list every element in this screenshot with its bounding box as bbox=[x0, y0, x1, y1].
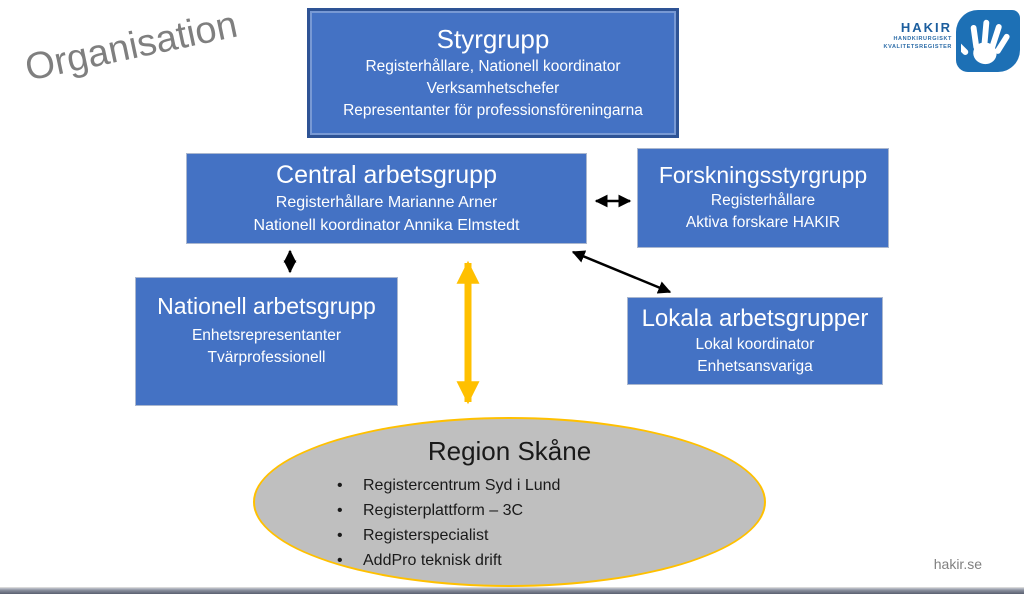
footer-link[interactable]: hakir.se bbox=[933, 556, 982, 572]
forskningsstyrgrupp-line: Aktiva forskare HAKIR bbox=[685, 214, 841, 232]
central-arbetsgrupp-line: Nationell koordinator Annika Elmstedt bbox=[253, 217, 520, 235]
region-skane-bullet-list: • Registercentrum Syd i Lund • Registerpla… bbox=[337, 473, 764, 573]
bullet-text: AddPro teknisk drift bbox=[363, 552, 502, 569]
lokala-arbetsgrupper-title: Lokala arbetsgrupper bbox=[641, 304, 869, 332]
styrgrupp-line: Verksamhetschefer bbox=[426, 80, 560, 98]
bullet-icon: • bbox=[337, 502, 343, 519]
nationell-arbetsgrupp-line: Enhetsrepresentanter bbox=[191, 326, 342, 344]
bullet-text: Registerspecialist bbox=[363, 527, 489, 544]
hakir-logo-text: HAKIR HANDKIRURGISKT KVALITETSREGISTER bbox=[868, 20, 952, 52]
hakir-logo-brand: HAKIR bbox=[900, 20, 952, 35]
styrgrupp-box: Styrgrupp Registerhållare, Nationell koo… bbox=[307, 8, 679, 138]
bullet-icon: • bbox=[337, 477, 343, 494]
forskningsstyrgrupp-title: Forskningsstyrgrupp bbox=[658, 162, 868, 189]
slide-heading: Organisation bbox=[21, 3, 242, 90]
arrow-central-lokala bbox=[571, 250, 672, 294]
styrgrupp-line: Registerhållare, Nationell koordinator bbox=[365, 57, 621, 75]
lokala-arbetsgrupper-line: Enhetsansvariga bbox=[697, 358, 813, 375]
nationell-arbetsgrupp-title: Nationell arbetsgrupp bbox=[157, 293, 376, 319]
forskningsstyrgrupp-box: Forskningsstyrgrupp Registerhållare Akti… bbox=[637, 148, 889, 248]
nationell-arbetsgrupp-box: Nationell arbetsgrupp Enhetsrepresentant… bbox=[135, 277, 398, 406]
list-item: • Registercentrum Syd i Lund bbox=[337, 473, 764, 498]
central-arbetsgrupp-box: Central arbetsgrupp Registerhållare Mari… bbox=[186, 153, 587, 244]
region-skane-title: Region Skåne bbox=[427, 436, 592, 466]
lokala-arbetsgrupper-line: Lokal koordinator bbox=[695, 335, 815, 353]
forskningsstyrgrupp-line: Registerhållare bbox=[710, 191, 816, 209]
bullet-icon: • bbox=[337, 552, 343, 569]
lokala-arbetsgrupper-box: Lokala arbetsgrupper Lokal koordinator E… bbox=[627, 297, 883, 385]
bullet-text: Registercentrum Syd i Lund bbox=[363, 477, 561, 494]
list-item: • Registerspecialist bbox=[337, 523, 764, 548]
list-item: • Registerplattform – 3C bbox=[337, 498, 764, 523]
list-item: • AddPro teknisk drift bbox=[337, 548, 764, 573]
central-arbetsgrupp-title: Central arbetsgrupp bbox=[276, 160, 497, 189]
hakir-logo-subtitle: HANDKIRURGISKT bbox=[893, 36, 952, 42]
bullet-icon: • bbox=[337, 527, 343, 544]
central-arbetsgrupp-line: Registerhållare Marianne Arner bbox=[275, 193, 498, 211]
hand-icon bbox=[961, 19, 1010, 65]
styrgrupp-line: Representanter för professionsföreningar… bbox=[343, 102, 643, 120]
hakir-logo-mark bbox=[956, 10, 1020, 72]
bullet-text: Registerplattform – 3C bbox=[363, 502, 524, 519]
region-skane-ellipse: Region Skåne • Registercentrum Syd i Lund… bbox=[253, 417, 766, 587]
hakir-logo-subtitle: KVALITETSREGISTER bbox=[883, 44, 952, 51]
bottom-bar bbox=[0, 587, 1024, 594]
nationell-arbetsgrupp-line: Tvärprofessionell bbox=[207, 349, 326, 367]
styrgrupp-title: Styrgrupp bbox=[436, 24, 550, 55]
